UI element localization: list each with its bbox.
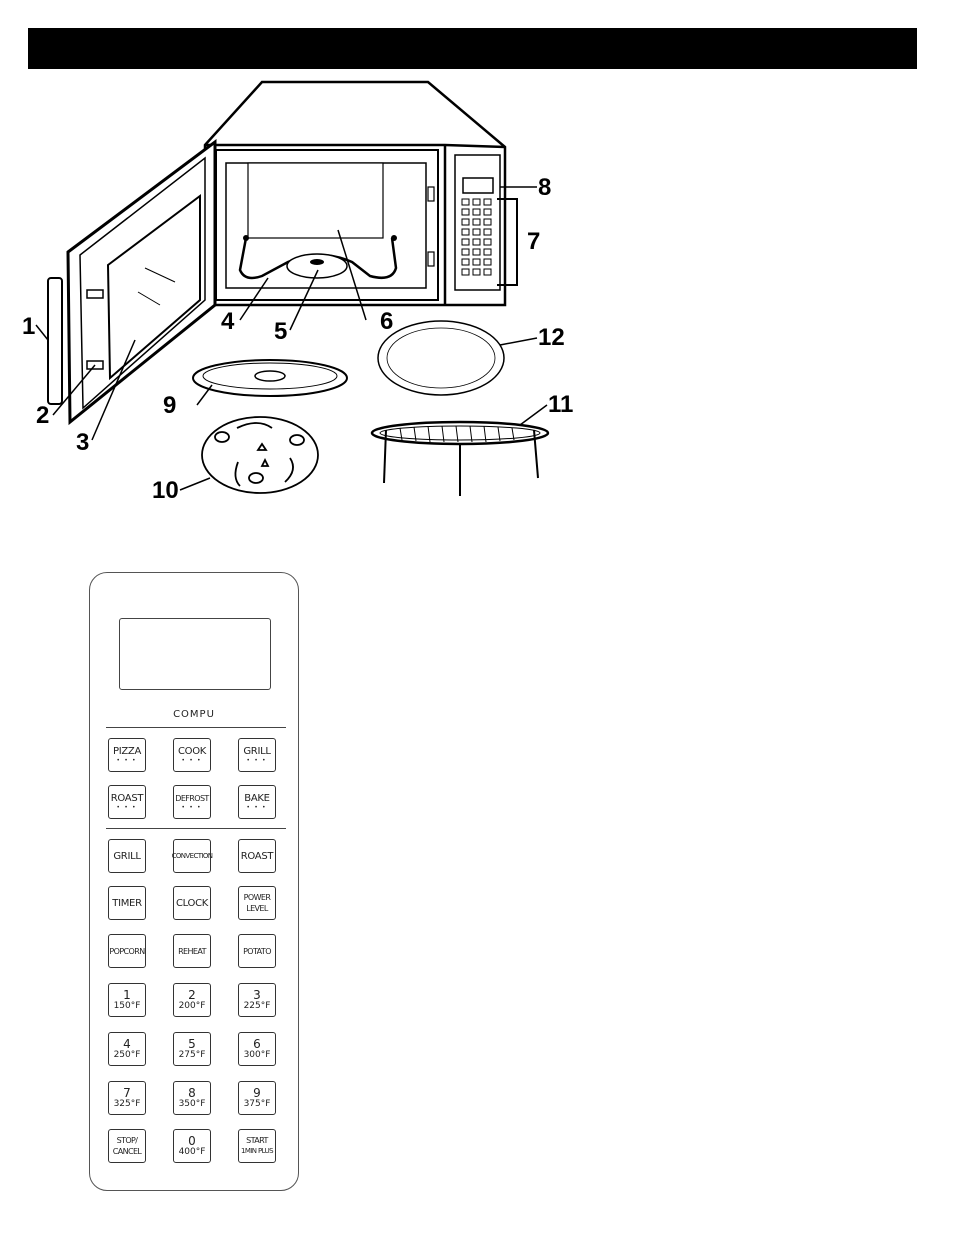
callout-7: 7 <box>527 228 540 255</box>
number-3-button[interactable]: 3 225°F <box>238 983 276 1017</box>
convection-button[interactable]: CONVECTION <box>172 839 213 873</box>
popcorn-button[interactable]: POPCORN <box>108 934 146 968</box>
grill-button[interactable]: GRILL <box>108 839 146 873</box>
callout-10: 10 <box>152 477 179 504</box>
callout-4: 4 <box>221 308 235 335</box>
header-bar <box>28 28 917 69</box>
number-8-button[interactable]: 8 350°F <box>173 1081 211 1115</box>
callout-12: 12 <box>538 324 565 351</box>
defrost-button[interactable]: DEFROST • • • <box>173 785 211 819</box>
ceramic-tray <box>377 320 505 396</box>
callout-9: 9 <box>163 392 176 419</box>
start-button[interactable]: START 1MIN PLUS <box>238 1129 276 1163</box>
panel-display <box>119 618 271 690</box>
number-2-button[interactable]: 2 200°F <box>173 983 211 1017</box>
callout-2: 2 <box>36 402 49 429</box>
number-4-button[interactable]: 4 250°F <box>108 1032 146 1066</box>
number-7-button[interactable]: 7 325°F <box>108 1081 146 1115</box>
stop-cancel-button[interactable]: STOP/ CANCEL <box>108 1129 146 1163</box>
reheat-button[interactable]: REHEAT <box>173 934 211 968</box>
divider-top <box>106 727 286 728</box>
callout-11: 11 <box>548 391 573 418</box>
callout-1: 1 <box>22 313 35 340</box>
roast-preset-button[interactable]: ROAST • • • <box>108 785 146 819</box>
number-6-button[interactable]: 6 300°F <box>238 1032 276 1066</box>
timer-button[interactable]: TIMER <box>108 886 146 920</box>
pizza-button[interactable]: PIZZA • • • <box>108 738 146 772</box>
oven-body <box>203 80 507 307</box>
oven-door <box>66 139 217 426</box>
divider-mid <box>106 828 286 829</box>
number-0-button[interactable]: 0 400°F <box>173 1129 211 1163</box>
number-5-button[interactable]: 5 275°F <box>173 1032 211 1066</box>
clock-button[interactable]: CLOCK <box>173 886 211 920</box>
coupler <box>286 253 348 279</box>
microwave-parts-diagram: 1 2 3 4 5 6 7 8 9 10 11 12 <box>22 80 573 504</box>
roast-button[interactable]: ROAST <box>238 839 276 873</box>
control-panel: COMPU PIZZA • • • COOK • • • GRILL • • •… <box>89 572 299 1191</box>
callout-8: 8 <box>538 174 551 201</box>
glass-tray <box>192 359 348 397</box>
cook-button[interactable]: COOK • • • <box>173 738 211 772</box>
callout-3: 3 <box>76 429 89 456</box>
brand-label: COMPU <box>173 709 215 720</box>
callout-5: 5 <box>274 318 287 345</box>
number-1-button[interactable]: 1 150°F <box>108 983 146 1017</box>
mini-keypad <box>461 198 492 276</box>
grill-rack <box>370 420 550 496</box>
number-9-button[interactable]: 9 375°F <box>238 1081 276 1115</box>
leader-lines <box>35 186 548 491</box>
grill-preset-button[interactable]: GRILL • • • <box>238 738 276 772</box>
door-handle <box>47 277 63 405</box>
potato-button[interactable]: POTATO <box>238 934 276 968</box>
bake-button[interactable]: BAKE • • • <box>238 785 276 819</box>
roller-ring <box>201 416 319 494</box>
power-level-button[interactable]: POWER LEVEL <box>238 886 276 920</box>
callout-6: 6 <box>380 308 393 335</box>
